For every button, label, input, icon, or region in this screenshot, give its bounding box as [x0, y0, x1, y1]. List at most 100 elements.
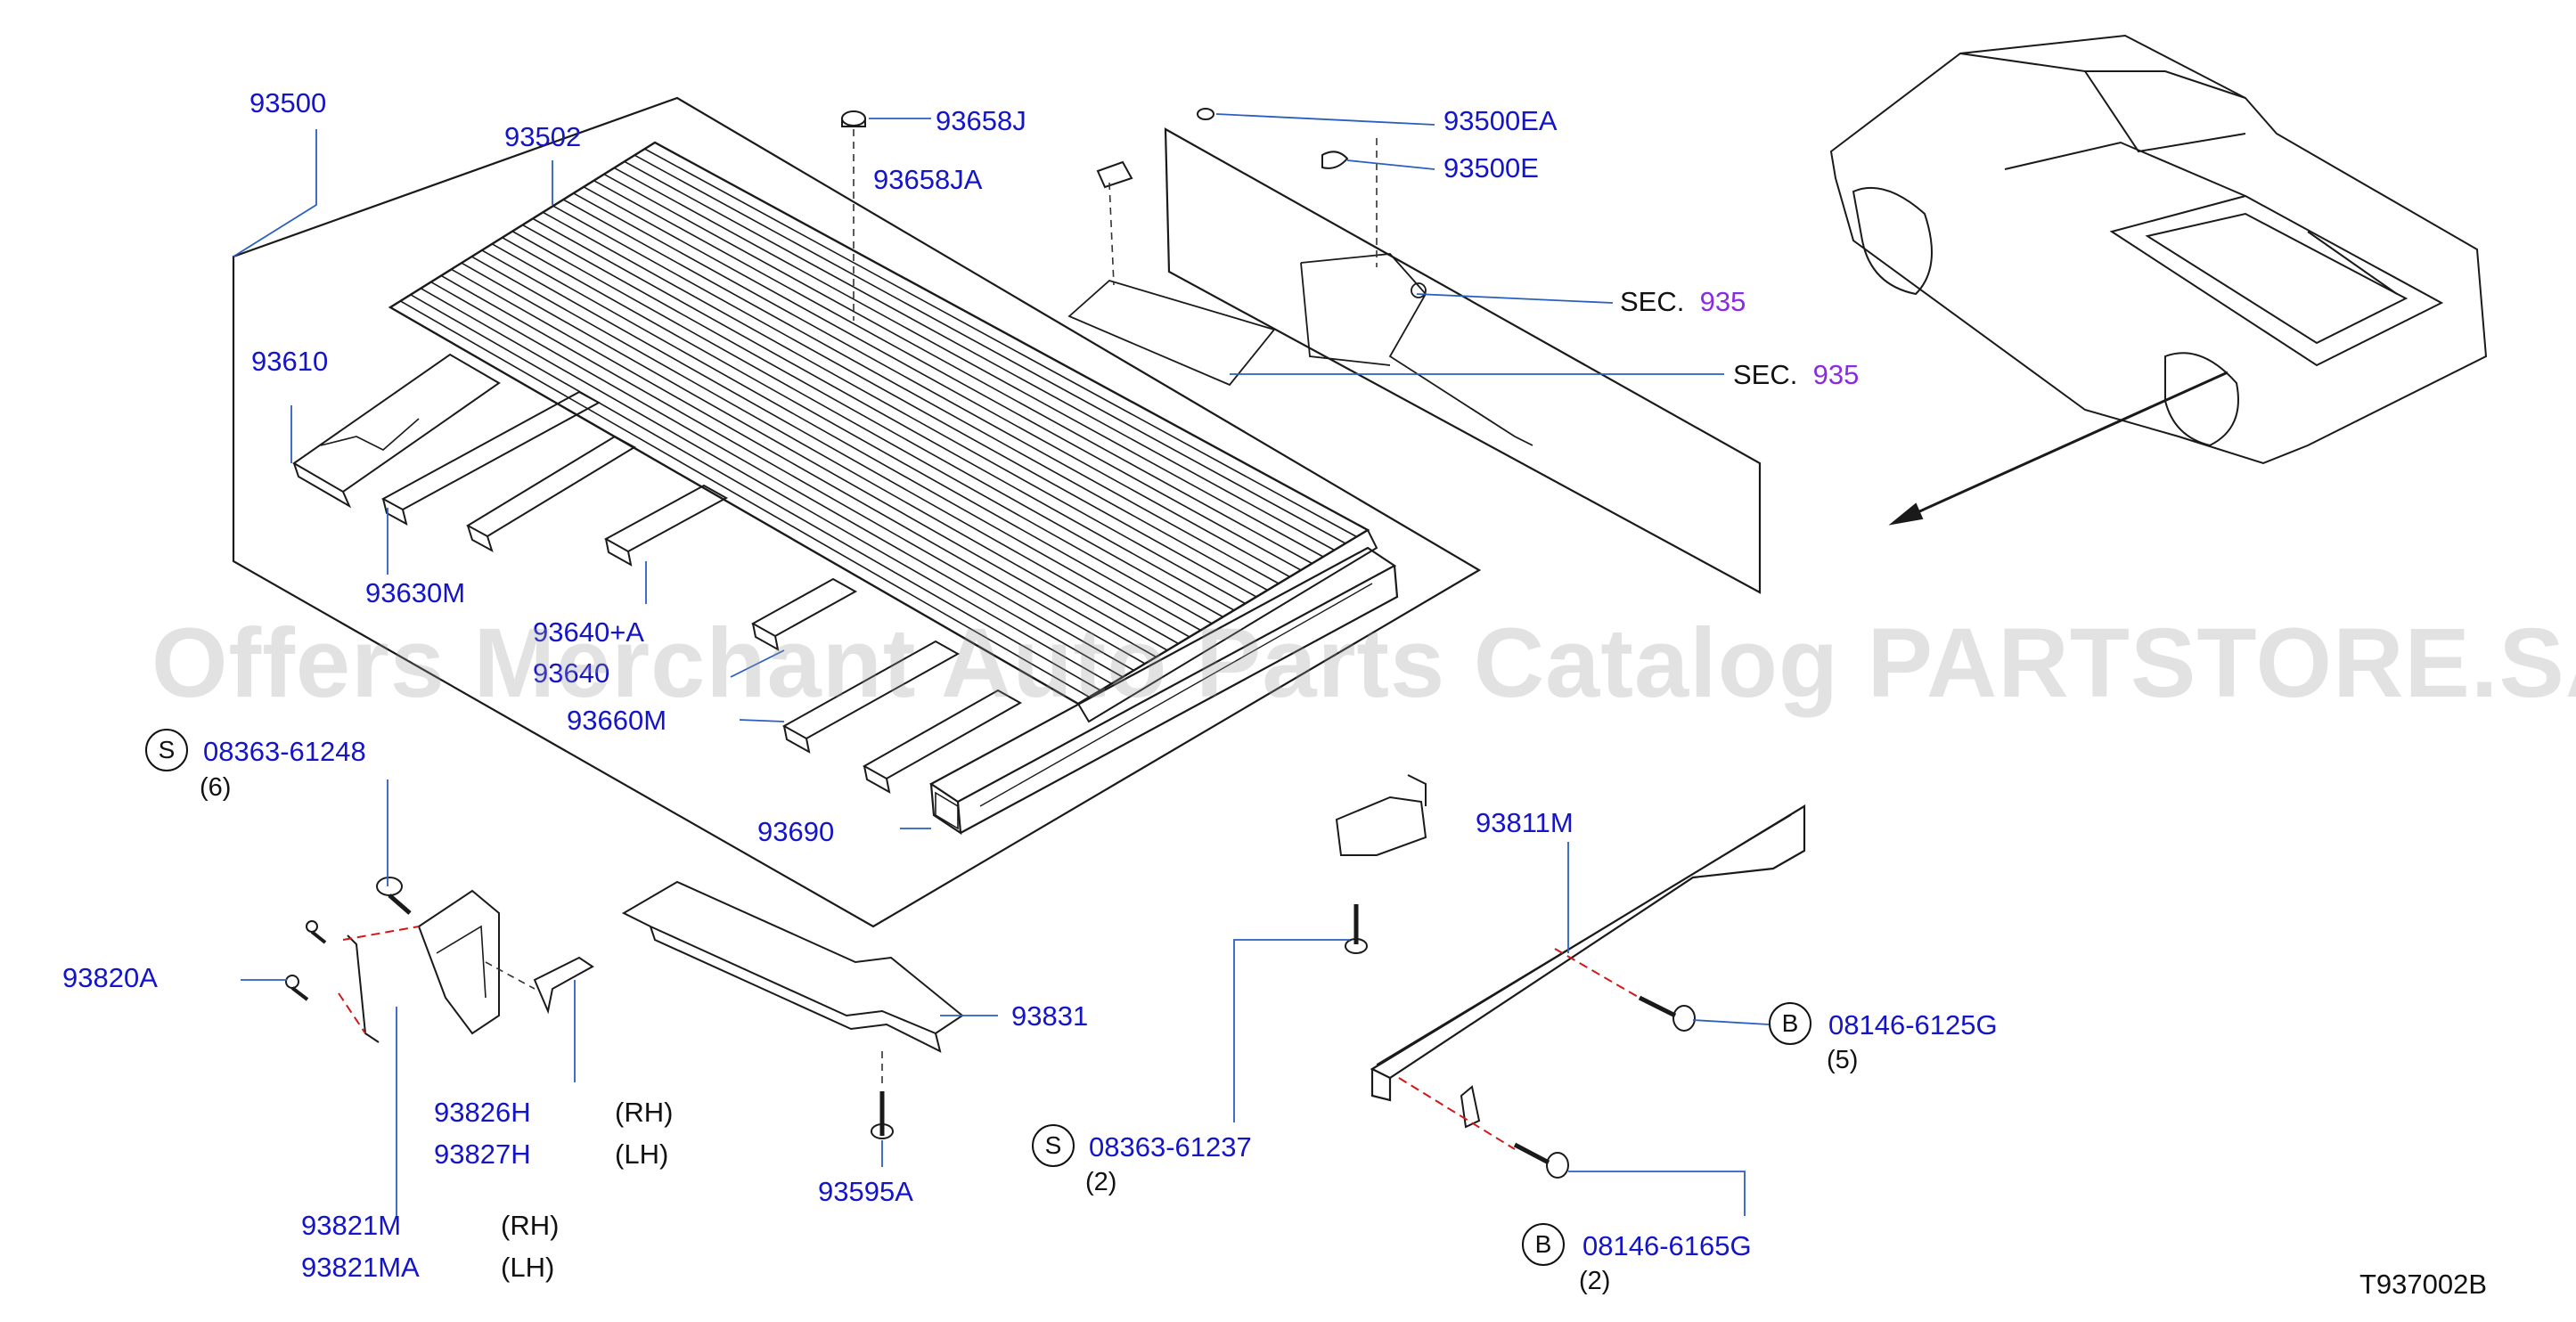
label-93826H[interactable]: 93826H — [434, 1097, 531, 1128]
fastener-b2-symbol: B — [1522, 1223, 1565, 1266]
floor-rib — [552, 205, 1257, 598]
plug-93500EA — [1197, 108, 1214, 120]
label-93658JA[interactable]: 93658JA — [873, 164, 983, 195]
front-panel — [1067, 127, 1762, 594]
bolt-08146-6125G — [1638, 995, 1696, 1032]
section-ref-1-prefix: SEC. — [1620, 286, 1685, 317]
label-93831[interactable]: 93831 — [1011, 1000, 1089, 1032]
label-93821MA-side: (LH) — [501, 1252, 555, 1283]
plug-93658J — [841, 110, 866, 127]
cross-member-93831 — [621, 880, 964, 1053]
floor-rib — [400, 300, 1090, 698]
label-93630M[interactable]: 93630M — [365, 577, 466, 608]
floor-rib — [634, 154, 1346, 544]
bracket-93821M — [347, 889, 500, 1043]
dashed-guides — [485, 129, 1378, 1087]
cross-member-93630M — [380, 390, 637, 553]
bolt-08146-6165G — [1513, 1142, 1569, 1179]
floor-rib — [410, 294, 1101, 691]
fastener-b2-number[interactable]: 08146-6165G — [1582, 1230, 1752, 1261]
floor-rib — [603, 173, 1313, 565]
label-93660M[interactable]: 93660M — [567, 705, 667, 736]
floor-rib — [562, 199, 1268, 592]
bracket-93826H — [533, 956, 594, 1015]
label-93500EA[interactable]: 93500EA — [1443, 105, 1558, 136]
bracket-upper-right — [1335, 774, 1427, 856]
bolt-93820A — [285, 975, 309, 1001]
fastener-b1-symbol: B — [1769, 1002, 1811, 1045]
label-93500[interactable]: 93500 — [249, 87, 327, 118]
plug-93500E — [1321, 151, 1349, 169]
floor-rib — [451, 268, 1146, 665]
section-ref-2-prefix: SEC. — [1733, 359, 1798, 390]
cross-member-93610 — [292, 353, 501, 509]
section-ref-1-number: 935 — [1699, 286, 1746, 317]
floor-rib — [481, 249, 1179, 645]
label-93821MA[interactable]: 93821MA — [301, 1252, 420, 1283]
fastener-s1-qty: (6) — [200, 773, 232, 802]
label-93502[interactable]: 93502 — [504, 121, 582, 152]
side-member-93811M — [1370, 804, 1806, 1102]
label-93658J[interactable]: 93658J — [936, 105, 1026, 136]
direction-arrow — [1897, 371, 2228, 523]
bolt-08363-61237 — [1345, 904, 1368, 954]
direction-arrowhead — [1888, 502, 1924, 526]
floor-rib — [573, 192, 1280, 584]
alignment-lines — [338, 926, 1640, 1150]
clip-small — [1460, 1085, 1481, 1129]
bolt-small-left-1 — [306, 920, 327, 944]
rear-sill-93690 — [928, 546, 1399, 836]
label-93610[interactable]: 93610 — [251, 346, 329, 377]
floor-rib — [644, 148, 1357, 538]
diagram-code: T937002B — [2359, 1269, 2487, 1300]
bolt-93595A — [871, 1091, 894, 1139]
fastener-s2-symbol: S — [1032, 1124, 1075, 1167]
label-93821M[interactable]: 93821M — [301, 1210, 402, 1241]
floor-rib — [511, 230, 1213, 624]
fastener-b1-number[interactable]: 08146-6125G — [1828, 1009, 1998, 1040]
floor-rib — [542, 211, 1246, 605]
label-93640[interactable]: 93640 — [533, 657, 610, 689]
label-93500E[interactable]: 93500E — [1443, 152, 1539, 184]
fastener-b2-qty: (2) — [1579, 1267, 1611, 1295]
leader-lines — [233, 113, 1770, 1216]
truck-illustration — [1829, 34, 2488, 465]
label-93640A[interactable]: 93640+A — [533, 616, 644, 648]
section-ref-1[interactable]: SEC. 935 — [1620, 288, 1746, 315]
watermark: Offers Merchant Auto Parts Catalog PARTS… — [151, 608, 2576, 718]
bed-floor-panel — [388, 141, 1378, 723]
floor-rib — [461, 262, 1157, 658]
label-93827H-side: (LH) — [615, 1138, 669, 1170]
label-93827H[interactable]: 93827H — [434, 1138, 531, 1170]
floor-rib — [522, 224, 1223, 618]
section-ref-2[interactable]: SEC. 935 — [1733, 361, 1859, 388]
assembly-outline — [232, 96, 1482, 928]
floor-rib — [532, 217, 1235, 611]
floor-rib — [491, 243, 1190, 638]
floor-rib — [470, 256, 1168, 651]
floor-rib — [440, 274, 1134, 672]
floor-rib — [430, 281, 1124, 678]
label-93690[interactable]: 93690 — [757, 816, 835, 847]
fastener-s1-symbol: S — [145, 729, 188, 771]
fastener-s2-number[interactable]: 08363-61237 — [1089, 1131, 1252, 1163]
label-93811M[interactable]: 93811M — [1476, 807, 1574, 838]
floor-rib — [502, 237, 1201, 632]
fastener-s1-number[interactable]: 08363-61248 — [203, 736, 366, 767]
floor-rib — [613, 167, 1324, 558]
cross-member-93640 — [603, 484, 729, 567]
label-93820A[interactable]: 93820A — [62, 962, 158, 993]
label-93821M-side: (RH) — [501, 1210, 560, 1241]
floor-rib — [583, 186, 1290, 578]
label-93826H-side: (RH) — [615, 1097, 674, 1128]
section-ref-2-number: 935 — [1812, 359, 1860, 390]
floor-rib — [593, 179, 1302, 571]
floor-rib — [624, 160, 1335, 551]
label-93595A[interactable]: 93595A — [818, 1176, 913, 1207]
plug-93658JA — [1096, 160, 1133, 189]
fastener-b1-qty: (5) — [1827, 1046, 1859, 1074]
bolt-08363-61248 — [376, 877, 412, 915]
fastener-s2-qty: (2) — [1085, 1168, 1117, 1196]
